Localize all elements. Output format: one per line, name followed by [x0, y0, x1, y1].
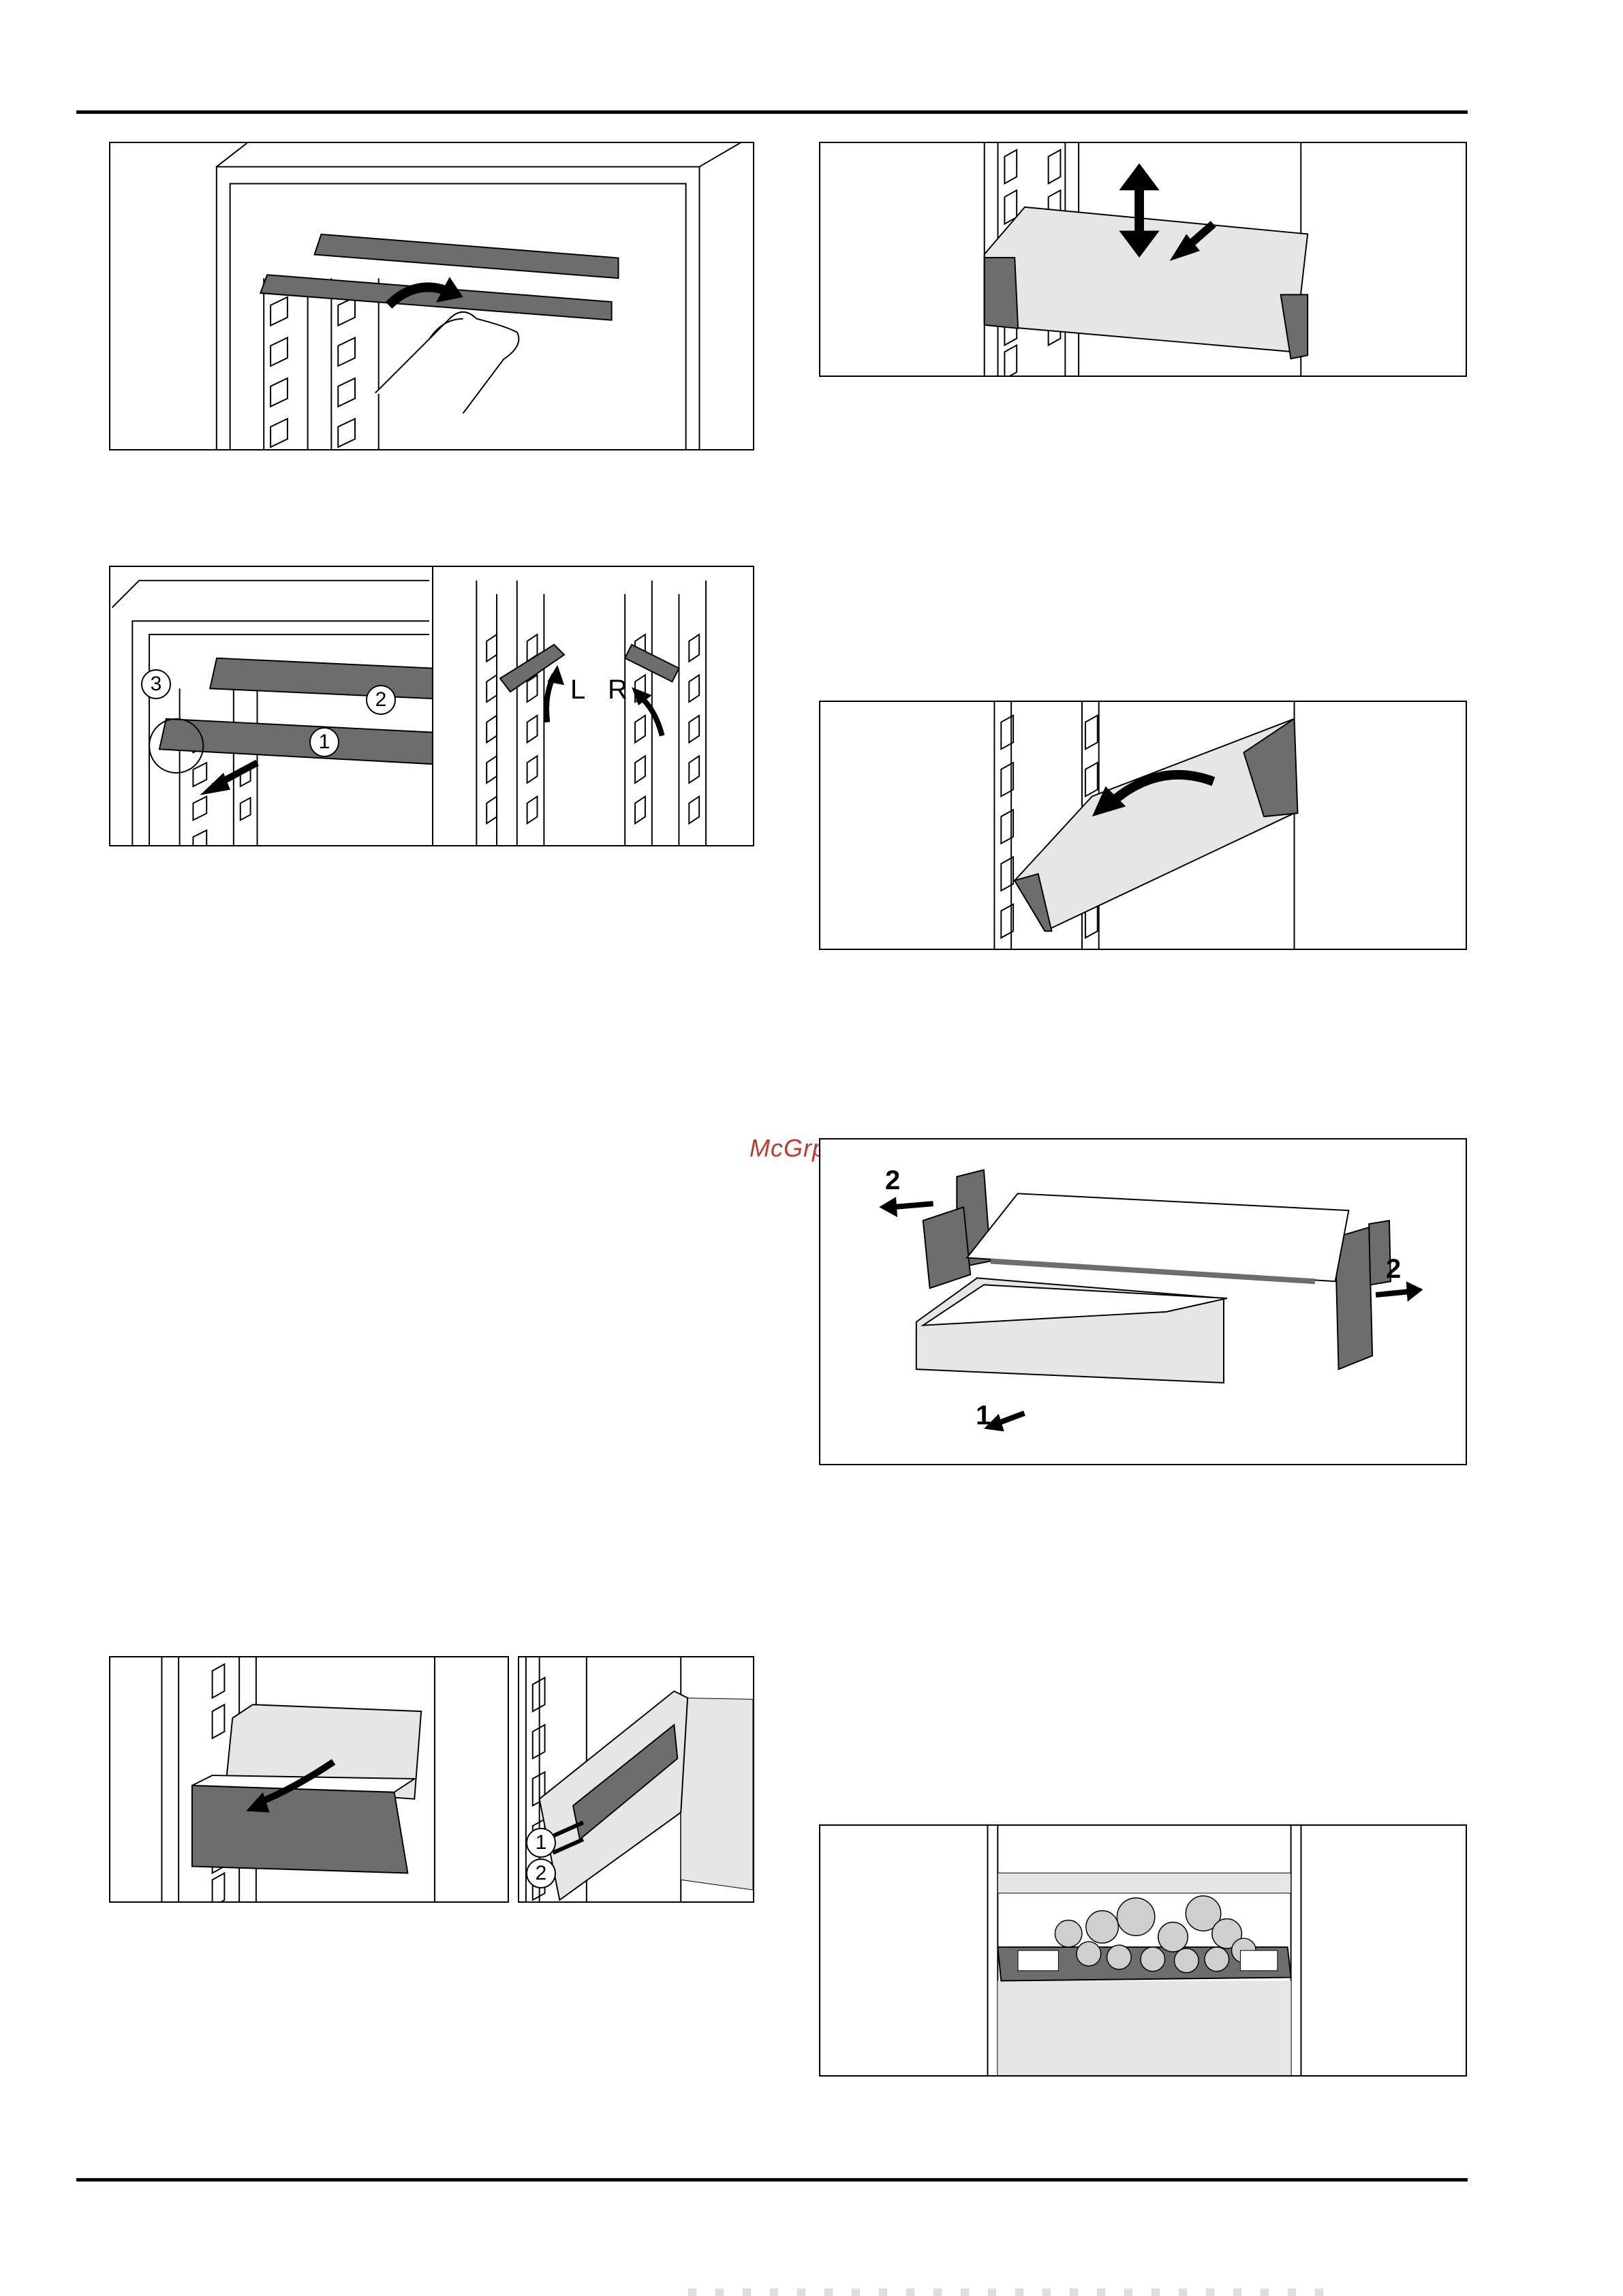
- drawer-disassemble-illustration: [820, 1139, 1466, 1464]
- label-left: L: [570, 676, 585, 703]
- figure-drawer-tilt: [819, 701, 1467, 950]
- figure-drawer-pull: [109, 1656, 509, 1903]
- shelf-remove-illustration: [110, 567, 753, 845]
- drawer-move-illustration: [820, 143, 1466, 376]
- figure-drawer-move: [819, 142, 1467, 377]
- shelf-insert-illustration: [110, 143, 753, 449]
- callout-2: 2: [366, 685, 396, 715]
- label-2-right: 2: [1386, 1255, 1401, 1283]
- figure-rails: 1 2: [518, 1656, 754, 1903]
- figure-bottle-rack: [819, 1824, 1467, 2077]
- label-2-left: 2: [885, 1167, 900, 1194]
- top-rule: [76, 110, 1468, 114]
- callout-3: 3: [141, 669, 171, 699]
- label-right: R: [608, 676, 628, 703]
- figure-shelf-insert: [109, 142, 754, 450]
- callout-1: 1: [309, 727, 339, 757]
- figure-shelf-remove: 1 2 3 L R: [109, 566, 754, 846]
- drawer-tilt-illustration: [820, 702, 1466, 949]
- figure-drawer-disassemble: 2 2 1: [819, 1138, 1467, 1465]
- drawer-pull-illustration: [110, 1657, 508, 1901]
- label-1: 1: [976, 1402, 991, 1429]
- rail-callout-1: 1: [526, 1828, 556, 1858]
- rails-illustration: [519, 1657, 753, 1901]
- bottle-rack-illustration: [820, 1826, 1466, 2075]
- rail-callout-2: 2: [526, 1858, 556, 1888]
- bottom-rule: [76, 2178, 1468, 2182]
- footer-ghost-text: [688, 2289, 1342, 2296]
